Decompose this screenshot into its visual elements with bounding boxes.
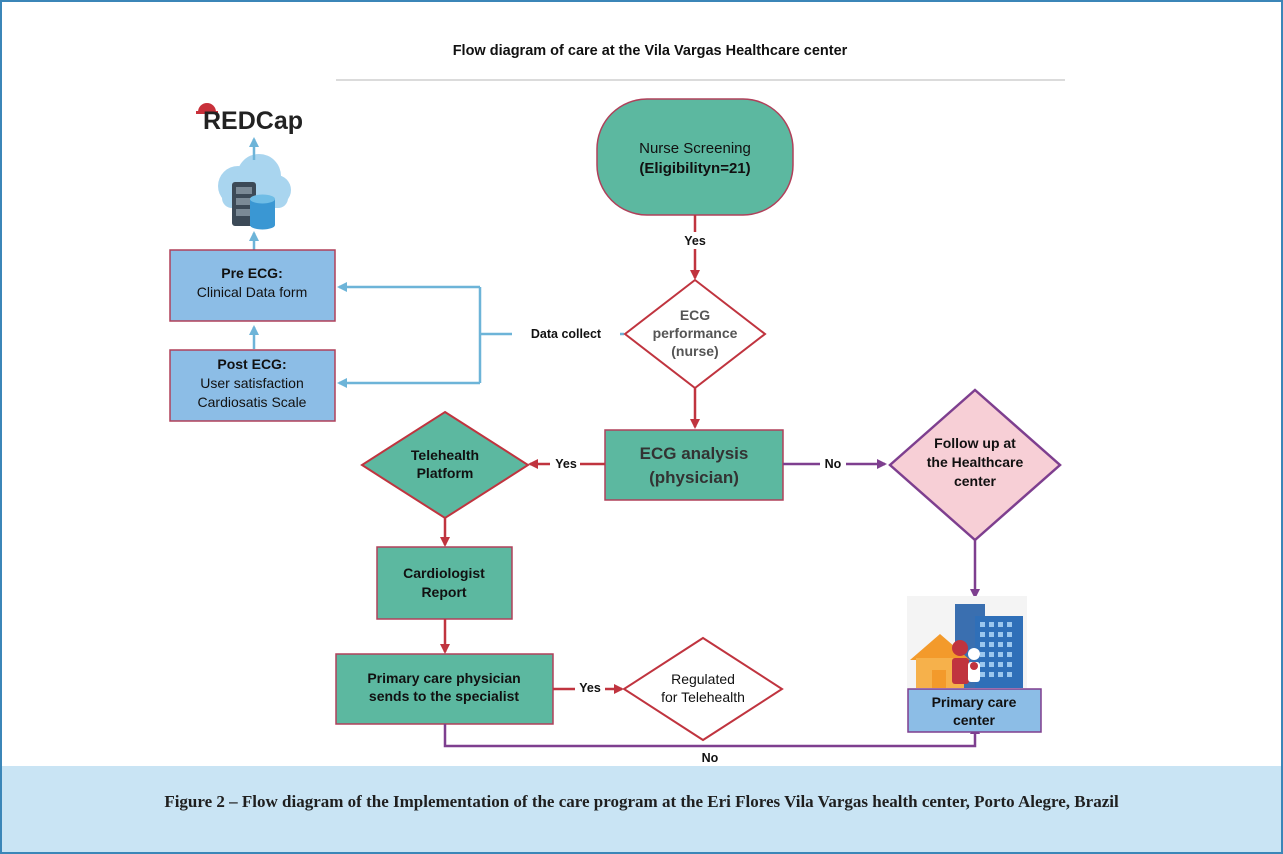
- post-ecg-line3: Cardiosatis Scale: [198, 394, 307, 410]
- label-physician-yes: Yes: [579, 681, 601, 695]
- figure-caption: Figure 2 – Flow diagram of the Implement…: [164, 792, 1119, 811]
- nurse-screening-node: Nurse Screening (Eligibilityn=21): [596, 98, 794, 216]
- pre-ecg-subtitle: Clinical Data form: [197, 284, 307, 300]
- primary-care-center-line2: center: [953, 712, 996, 728]
- telehealth-platform-decision: Telehealth Platform: [360, 410, 530, 520]
- arrow-physician-to-center: [443, 724, 980, 748]
- follow-up-decision: Follow up at the Healthcare center: [888, 388, 1062, 542]
- redcap-logo-text: REDCap: [203, 107, 303, 135]
- telehealth-line1: Telehealth: [411, 447, 479, 463]
- ecg-performance-decision: ECG performance (nurse): [623, 278, 767, 390]
- redcap-hat-icon: [198, 103, 216, 112]
- label-data-collect: Data collect: [531, 327, 602, 341]
- follow-up-line2: the Healthcare: [927, 454, 1024, 470]
- physician-line2: sends to the specialist: [369, 688, 519, 704]
- ecg-performance-line1: ECG: [680, 307, 710, 323]
- primary-physician-box: Primary care physician sends to the spec…: [335, 653, 554, 725]
- nurse-screening-eligibility: (Eligibilityn=21): [639, 160, 750, 177]
- healthcare-buildings-icon: [907, 596, 1027, 688]
- caption-band: [2, 766, 1281, 852]
- primary-care-center-box: Primary care center: [907, 688, 1042, 733]
- cloud-database-icon: [218, 154, 291, 230]
- cardiologist-report-box: Cardiologist Report: [376, 546, 513, 620]
- regulated-line1: Regulated: [671, 671, 735, 687]
- physician-line1: Primary care physician: [367, 670, 520, 686]
- label-screening-yes: Yes: [684, 234, 706, 248]
- redcap-logo: REDCap: [196, 103, 303, 135]
- cardiologist-line2: Report: [421, 584, 466, 600]
- diagram-title: Flow diagram of care at the Vila Vargas …: [453, 43, 848, 59]
- ecg-analysis-label: ECG analysis: [640, 444, 749, 463]
- ecg-analysis-role: (physician): [649, 468, 739, 487]
- cardiologist-line1: Cardiologist: [403, 565, 485, 581]
- pre-ecg-title: Pre ECG:: [221, 265, 282, 281]
- regulated-line2: for Telehealth: [661, 689, 745, 705]
- label-analysis-yes: Yes: [555, 457, 577, 471]
- label-physician-no: No: [702, 751, 719, 765]
- primary-care-center-line1: Primary care: [932, 694, 1017, 710]
- post-ecg-line2: User satisfaction: [200, 375, 303, 391]
- post-ecg-title: Post ECG:: [217, 356, 286, 372]
- ecg-performance-line3: (nurse): [671, 343, 718, 359]
- label-analysis-no: No: [825, 457, 842, 471]
- follow-up-line1: Follow up at: [934, 435, 1016, 451]
- pre-ecg-box: Pre ECG: Clinical Data form: [169, 249, 336, 322]
- follow-up-line3: center: [954, 473, 997, 489]
- ecg-analysis-box: ECG analysis (physician): [604, 429, 784, 501]
- telehealth-line2: Platform: [417, 465, 474, 481]
- ecg-performance-line2: performance: [653, 325, 738, 341]
- post-ecg-box: Post ECG: User satisfaction Cardiosatis …: [169, 349, 336, 422]
- nurse-screening-label: Nurse Screening: [639, 140, 751, 157]
- regulated-decision: Regulated for Telehealth: [622, 636, 784, 742]
